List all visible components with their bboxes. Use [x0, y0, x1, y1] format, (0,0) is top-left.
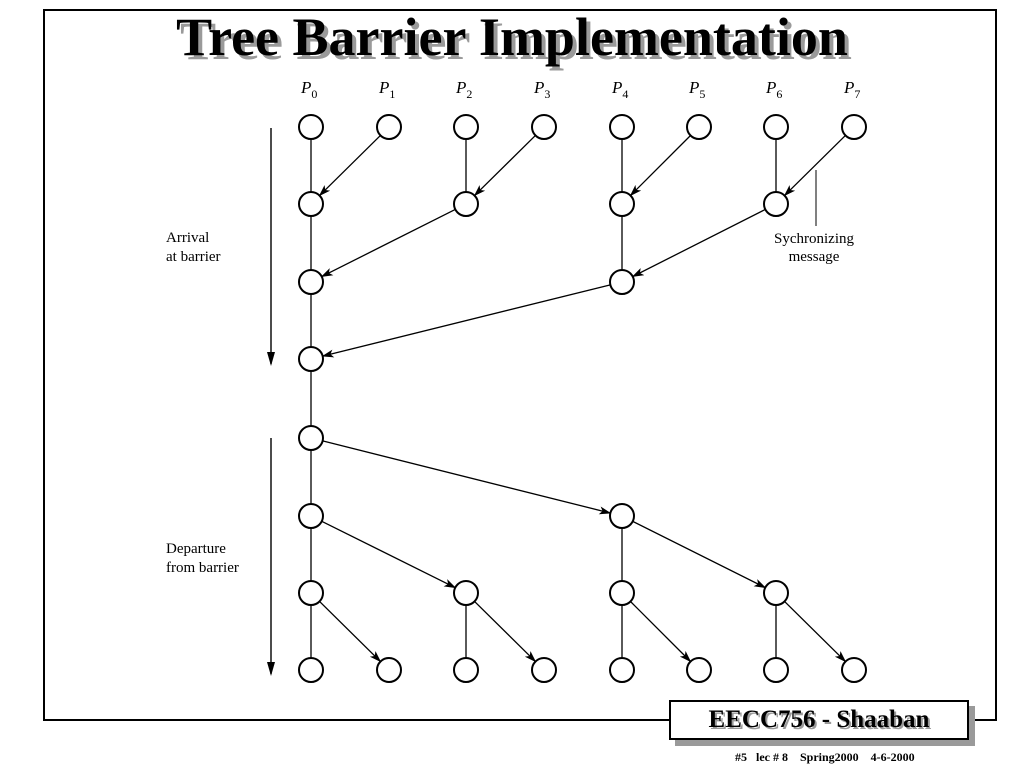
- process-node: [609, 269, 635, 295]
- sync-message-arrow: [321, 520, 457, 589]
- process-node: [453, 191, 479, 217]
- sync-message-arrow: [783, 134, 846, 197]
- departure-label-line1: Departure: [166, 541, 226, 557]
- sync-label-line1: Sychronizing: [774, 231, 854, 247]
- process-node: [763, 657, 789, 683]
- process-node: [298, 425, 324, 451]
- process-node: [453, 114, 479, 140]
- process-node: [609, 580, 635, 606]
- process-node: [763, 580, 789, 606]
- process-node: [376, 114, 402, 140]
- sync-message-arrow: [474, 600, 537, 663]
- processor-label: P4: [611, 78, 628, 101]
- arrival-label-line2: at barrier: [166, 249, 221, 265]
- departure-label-line2: from barrier: [166, 560, 239, 576]
- slide-frame: [43, 9, 997, 721]
- processor-label: P0: [300, 78, 317, 101]
- processor-label: P5: [688, 78, 705, 101]
- process-node: [609, 191, 635, 217]
- sync-label-line2: message: [789, 249, 840, 265]
- processor-label: P1: [378, 78, 395, 101]
- processor-label: P2: [455, 78, 472, 101]
- processor-label: P6: [765, 78, 782, 101]
- process-node: [453, 580, 479, 606]
- sync-message-arrow: [321, 284, 611, 358]
- process-node: [763, 191, 789, 217]
- sync-message-arrow: [319, 600, 382, 663]
- processor-label: P3: [533, 78, 550, 101]
- course-badge: EECC756 - Shaaban: [669, 700, 969, 740]
- sync-message-arrow: [322, 440, 612, 515]
- process-node: [453, 657, 479, 683]
- sync-message-arrow: [631, 208, 766, 278]
- process-node: [298, 657, 324, 683]
- process-node: [298, 503, 324, 529]
- process-node: [298, 580, 324, 606]
- sync-message-arrow: [784, 600, 847, 663]
- sync-message-arrow: [320, 208, 456, 278]
- process-node: [298, 114, 324, 140]
- process-node: [298, 346, 324, 372]
- process-node: [686, 657, 712, 683]
- slide-title: Tree Barrier Implementation: [176, 7, 848, 67]
- process-node: [609, 114, 635, 140]
- processor-label: P7: [843, 78, 860, 101]
- process-node: [376, 657, 402, 683]
- process-node: [686, 114, 712, 140]
- slide-footer: #5 lec # 8 Spring2000 4-6-2000: [735, 750, 915, 764]
- sync-message-arrow: [630, 601, 692, 663]
- process-node: [531, 657, 557, 683]
- process-node: [298, 269, 324, 295]
- arrival-label-line1: Arrival: [166, 230, 209, 246]
- process-node: [763, 114, 789, 140]
- sync-message-arrow: [632, 520, 767, 589]
- process-node: [298, 191, 324, 217]
- sync-message-arrow: [473, 134, 536, 197]
- process-node: [531, 114, 557, 140]
- process-node: [609, 503, 635, 529]
- process-node: [841, 114, 867, 140]
- arrival-time-arrowhead: [267, 352, 275, 366]
- process-node: [609, 657, 635, 683]
- sync-message-arrow: [629, 135, 691, 197]
- process-node: [841, 657, 867, 683]
- departure-time-arrowhead: [267, 662, 275, 676]
- sync-message-arrow: [318, 134, 381, 197]
